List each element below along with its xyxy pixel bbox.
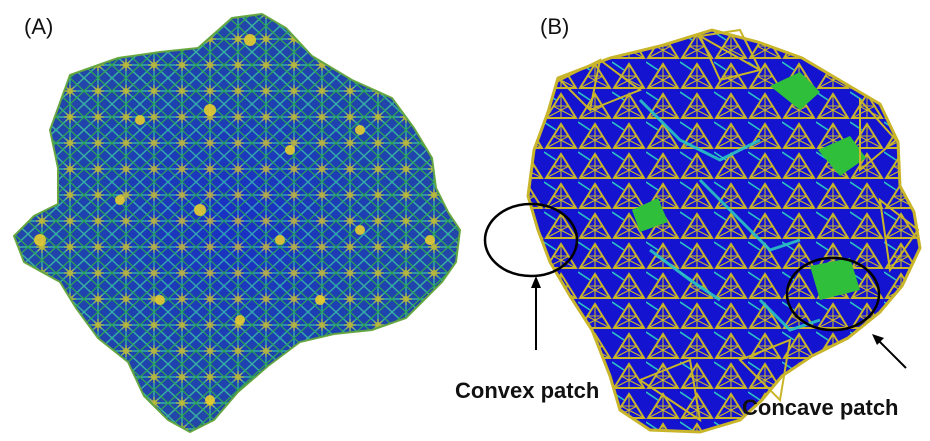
concave-patch-marker [785, 256, 907, 369]
concave-patch-arrow [875, 337, 907, 369]
convex-patch-label: Convex patch [455, 378, 600, 403]
concave-patch-circle [785, 256, 881, 332]
panel-a-surface [12, 12, 462, 434]
panel-b-surface [526, 28, 922, 434]
panel-b-label: (B) [540, 14, 570, 39]
convex-patch-marker [483, 202, 579, 350]
panel-a-label: (A) [24, 14, 54, 39]
concave-patch-label: Concave patch [742, 395, 899, 420]
convex-patch-circle [483, 202, 579, 278]
panel-b-blob [526, 28, 922, 434]
